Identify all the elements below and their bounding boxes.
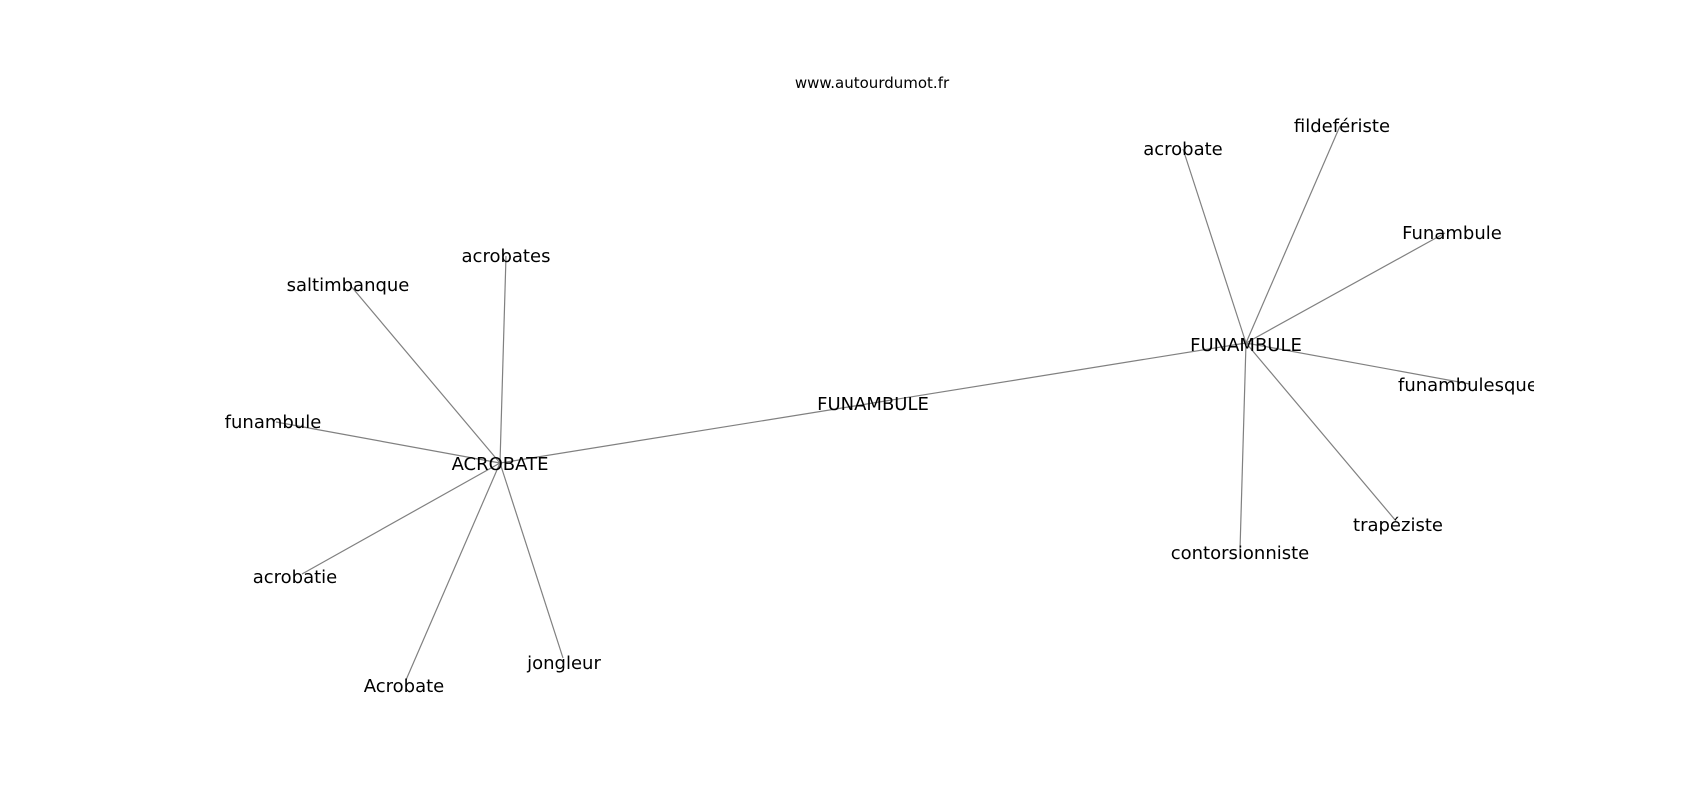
edge-funambule-contorsionniste xyxy=(1239,342,1247,551)
edge-acrobate-acrobates xyxy=(499,255,507,464)
edge-funambule-trapeziste xyxy=(1245,342,1397,522)
source-watermark: www.autourdumot.fr xyxy=(795,74,950,92)
neighbor-label: acrobate xyxy=(1143,139,1223,160)
edge-funambule-Funambule xyxy=(1245,232,1446,344)
hub-right-label: FUNAMBULE xyxy=(1190,335,1302,356)
neighbor-label: trapéziste xyxy=(1353,515,1443,536)
neighbor-label: funambule xyxy=(225,412,322,433)
neighbor-label: contorsionniste xyxy=(1171,543,1310,564)
edge-funambule-funambulesque xyxy=(1245,342,1471,385)
edge-funambule-acrobate xyxy=(1182,148,1247,344)
neighbor-label: Funambule xyxy=(1402,223,1502,244)
neighbor-label: jongleur xyxy=(526,653,601,674)
edge-acrobate-funambule xyxy=(275,421,501,464)
edges xyxy=(275,125,1471,681)
neighbor-label: funambulesque xyxy=(1398,375,1538,396)
neighbor-label: acrobates xyxy=(462,246,551,267)
edge-center-funambule xyxy=(872,342,1247,404)
edge-acrobate-jongleur xyxy=(499,462,564,659)
edge-acrobate-acrobatie xyxy=(301,462,501,575)
neighbor-label: fildefériste xyxy=(1294,116,1390,137)
neighbor-label: saltimbanque xyxy=(287,275,410,296)
neighbor-label-clip: funambulesque xyxy=(1398,375,1538,396)
neighbor-label: acrobatie xyxy=(253,567,338,588)
edge-funambule-fildeferiste xyxy=(1245,125,1341,344)
edge-acrobate-saltimbanque xyxy=(349,284,501,464)
neighbor-label: Acrobate xyxy=(364,676,445,697)
edge-acrobate-center xyxy=(499,402,874,464)
hub-left-label: ACROBATE xyxy=(452,454,549,475)
node-labels: FUNAMBULE ACROBATE acrobates saltimbanqu… xyxy=(225,116,1538,697)
center-node-label: FUNAMBULE xyxy=(817,394,929,415)
edge-acrobate-Acrobate xyxy=(405,462,501,681)
